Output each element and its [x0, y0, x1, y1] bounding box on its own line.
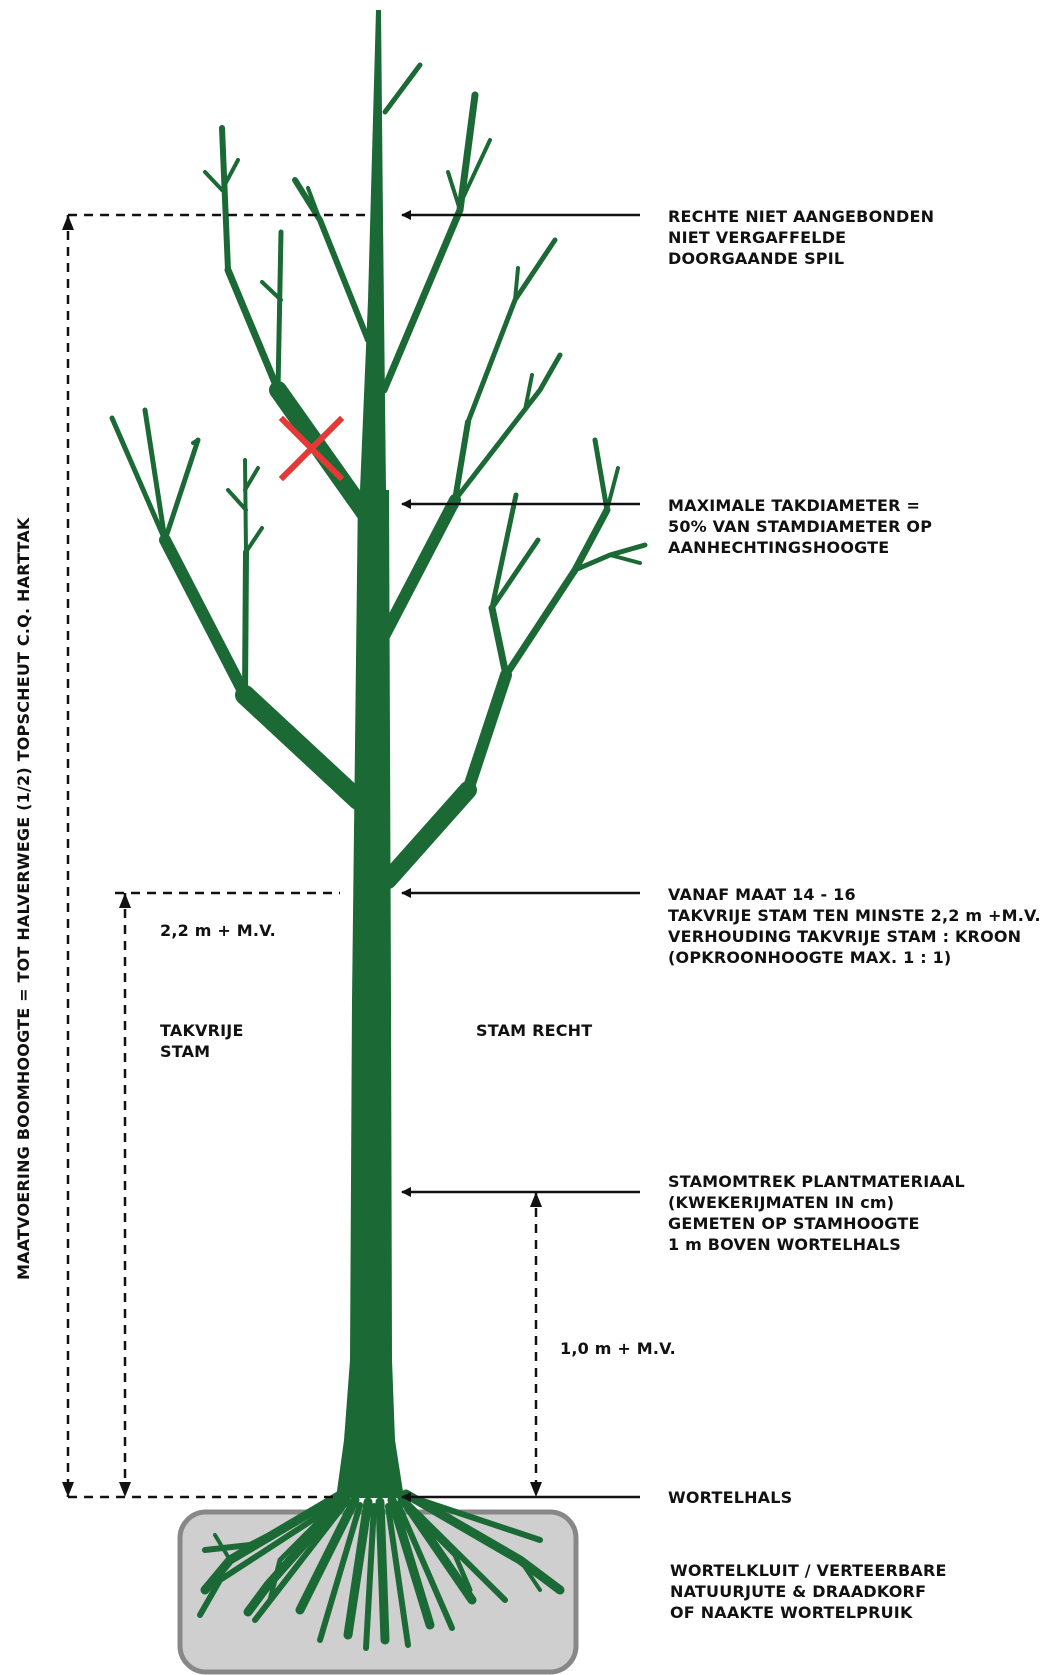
- branch-upper-center: [292, 62, 423, 343]
- trunk: [336, 490, 404, 1498]
- branch-lower-right: [379, 437, 648, 889]
- branch-middle-right: [376, 237, 563, 646]
- branch-upper-left: [203, 125, 379, 529]
- label-wortelhals: WORTELHALS: [668, 1488, 793, 1507]
- leader: [360, 10, 386, 490]
- label-boomhoogte: MAATVOERING BOOMHOOGTE = TOT HALVERWEGE …: [14, 517, 33, 1280]
- label-stam-recht: STAM RECHT: [476, 1021, 593, 1040]
- label-takvrije-stam: TAKVRIJE STAM: [160, 1021, 244, 1061]
- label-height-22: 2,2 m + M.V.: [160, 921, 276, 940]
- branch-upper-right: [380, 91, 492, 394]
- branch-lower-left: [109, 407, 368, 810]
- cross-icon: [278, 415, 345, 482]
- label-takdiameter: MAXIMALE TAKDIAMETER = 50% VAN STAMDIAME…: [668, 496, 933, 557]
- measure-arrowheads: [62, 215, 542, 1497]
- tree: [109, 10, 648, 1651]
- label-top-spil: RECHTE NIET AANGEBONDEN NIET VERGAFFELDE…: [668, 207, 935, 268]
- pointer-arrows: [401, 210, 640, 1502]
- label-stamomtrek: STAMOMTREK PLANTMATERIAAL (KWEKERIJMATEN…: [668, 1172, 965, 1254]
- label-vanaf-maat: VANAF MAAT 14 - 16 TAKVRIJE STAM TEN MIN…: [668, 885, 1041, 967]
- label-wortelkluit: WORTELKLUIT / VERTEERBARE NATUURJUTE & D…: [670, 1561, 947, 1622]
- measurement-lines: [66, 213, 538, 1499]
- roots: [197, 1489, 565, 1651]
- label-height-10: 1,0 m + M.V.: [560, 1339, 676, 1358]
